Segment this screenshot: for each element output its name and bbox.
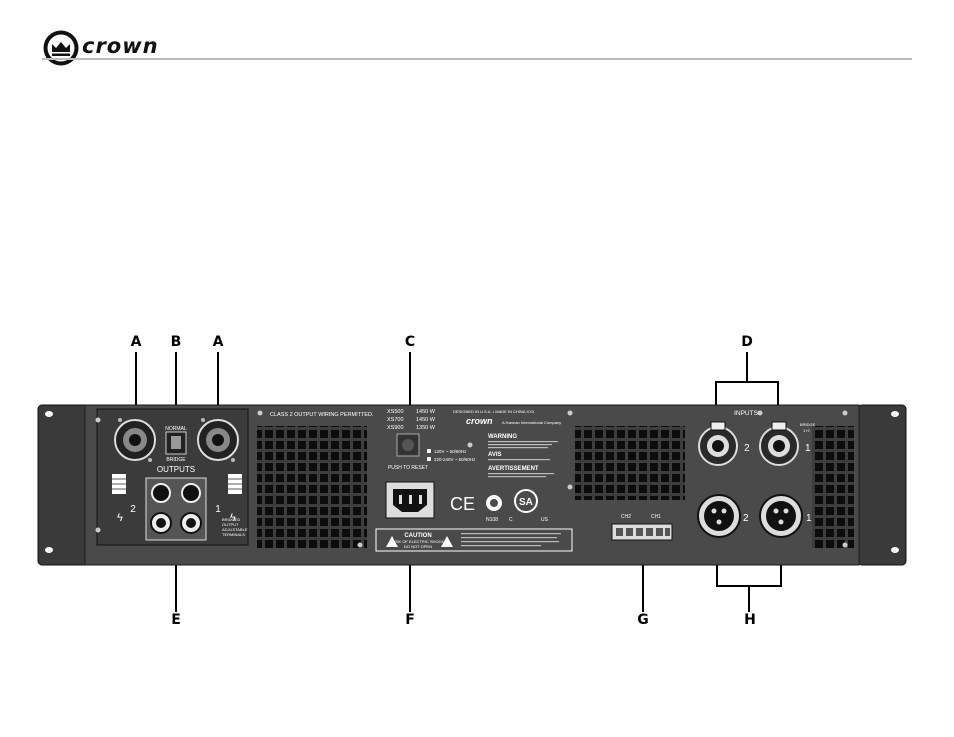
callout-b: B [170, 334, 182, 350]
caution-line-2: DO NOT OPEN [404, 544, 432, 549]
reset-label: PUSH TO RESET [388, 465, 428, 471]
page-header: crown [0, 0, 954, 70]
class2-wiring-note: CLASS 2 OUTPUT WIRING PERMITTED. [270, 412, 374, 418]
callout-d: D [741, 334, 753, 350]
caution-title: CAUTION [404, 533, 431, 539]
input-bridge-label-1: BRIDGE [800, 422, 816, 427]
bridge-note-line2: OUTPUT [222, 522, 239, 527]
model-name-2: XS900 [387, 425, 404, 431]
bridge-note-line1: BRIDGED [222, 517, 240, 522]
output-channel-1-label: 1 [215, 504, 221, 515]
lightning-icon-left: ϟ [117, 512, 123, 524]
rear-brand-logo: crown [466, 416, 493, 426]
avis-title: AVIS [488, 452, 502, 458]
brand-name: crown [82, 34, 159, 58]
csa-us-label: US [541, 517, 549, 523]
callout-h: H [744, 612, 756, 628]
outputs-label: OUTPUTS [157, 465, 195, 474]
rack-ear-right [857, 404, 907, 566]
vent-center [575, 426, 685, 500]
callout-a-left: A [130, 334, 142, 350]
callout-c: C [404, 334, 416, 350]
combo-input-ch2 [698, 421, 738, 466]
input-xlr-2-label: 2 [743, 513, 749, 524]
caution-line-1: RISK OF ELECTRIC SHOCK [392, 539, 445, 544]
warning-title: WARNING [488, 434, 517, 440]
callout-e: E [171, 612, 181, 628]
terminal-ch2-label: CH2 [621, 514, 631, 520]
input-bridge-label-2: 1+2 [803, 428, 811, 433]
iec-power-inlet [385, 481, 435, 519]
input-combo-1-label: 1 [805, 443, 811, 454]
stereo-bridge-switch [165, 431, 187, 455]
output-channel-2-label: 2 [130, 504, 136, 515]
xlr-output-ch1 [759, 494, 803, 538]
avertissement-title: AVERTISSEMENT [488, 466, 539, 472]
callout-f: F [405, 612, 415, 628]
ce-mark: CE [450, 494, 475, 514]
leader-g [642, 540, 644, 612]
voltage-checkbox-2 [427, 457, 431, 461]
terminal-ch1-label: CH1 [651, 514, 661, 520]
csa-c-label: C [509, 517, 513, 523]
csa-mark-text: SA [519, 497, 533, 508]
speakon-connector-ch2 [114, 418, 156, 462]
wiring-chart-left [112, 474, 126, 494]
vent-right [812, 426, 854, 548]
rack-ear-left [37, 404, 89, 566]
voltage-option-2: 220-240V ~ 50/60Hz [434, 457, 476, 462]
model-name-0: XS500 [387, 409, 404, 415]
model-watts-2: 1350 W [416, 425, 436, 431]
harman-note: A Harman International Company [502, 420, 561, 425]
switch-label-bottom: BRIDGE [166, 457, 186, 463]
euroblock-input-terminal [611, 523, 673, 541]
inputs-label: INPUTS [734, 410, 759, 417]
leader-c [409, 352, 411, 430]
callout-g: G [637, 612, 649, 628]
leader-b [175, 352, 177, 428]
input-combo-2-label: 2 [744, 443, 750, 454]
binding-posts [145, 477, 207, 541]
speakon-connector-ch1 [197, 418, 239, 462]
vent-left [257, 426, 367, 548]
leader-d-stem [746, 352, 748, 382]
switch-label-top: NORMAL [165, 426, 187, 432]
input-xlr-1-label: 1 [806, 513, 812, 524]
wiring-chart-right [228, 474, 242, 494]
leader-d-left [715, 381, 717, 417]
model-watts-1: 1450 W [416, 417, 436, 423]
header-divider [42, 58, 912, 60]
callout-a-right: A [212, 334, 224, 350]
xlr-output-ch2 [697, 494, 741, 538]
csa-mark-icon [514, 489, 538, 513]
caution-label [375, 528, 573, 552]
bridge-note-line4: TERMINALS [222, 532, 245, 537]
lightning-icon-right: ϟ [230, 512, 236, 524]
model-watts-0: 1450 W [416, 409, 436, 415]
leader-e [175, 528, 177, 612]
crown-logo-icon [43, 30, 79, 66]
leader-a-right [217, 352, 219, 410]
designed-in-note: DESIGNED IN U.S.A. • MADE IN CHINA XXX [453, 409, 535, 414]
model-name-1: XS700 [387, 417, 404, 423]
voltage-option-1: 120V ~ 50/60Hz [434, 449, 467, 454]
leader-d-right [777, 381, 779, 417]
leader-h-stem [748, 585, 750, 612]
leader-d-bar [715, 381, 779, 383]
nemko-code: N108 [486, 517, 498, 523]
leader-a-left [135, 352, 137, 410]
combo-input-ch1 [759, 421, 799, 466]
bridge-note-line3: ADJUSTABLE [222, 527, 248, 532]
c-tick-mark-icon [486, 495, 502, 511]
voltage-checkbox-1 [427, 449, 431, 453]
reset-breaker-button [396, 433, 420, 457]
